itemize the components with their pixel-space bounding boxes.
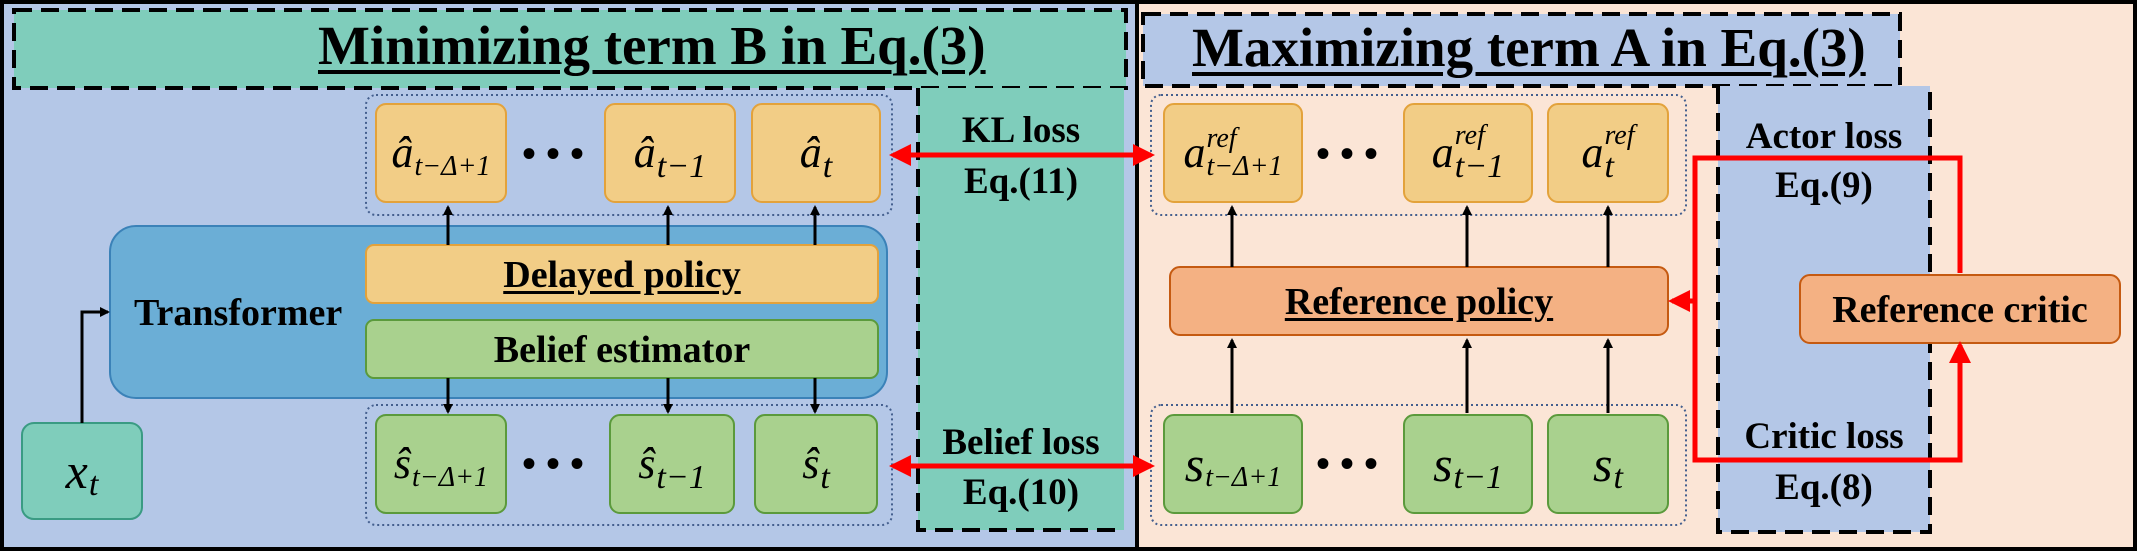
right-action-box-1 [1163,103,1303,203]
right-action-box-3 [1547,103,1669,203]
delayed-policy-box [365,244,879,304]
left-title-band [12,8,1128,90]
left-action-box-1 [375,103,507,203]
left-action-math-3: â t [799,128,833,185]
transformer-label: Transformer [134,292,343,334]
left-state-math-1: ŝ t−Δ+1 [393,439,489,493]
left-state-math-3: ŝ t [802,439,830,496]
left-panel-title: Minimizing term B in Eq.(3) [318,15,986,76]
right-title-band [1141,12,1902,88]
belief-estimator-label: Belief estimator [493,329,751,371]
belief-estimator-box [365,319,879,379]
left-state-box-3 [754,414,878,514]
kl-loss-label: KL loss [961,110,1081,151]
right-panel-title: Maximizing term A in Eq.(3) [1192,17,1866,78]
left-state-math-2: ŝ t−1 [638,439,706,496]
actor-loss-eq: Eq.(9) [1775,165,1873,206]
left-action-box-2 [604,103,736,203]
left-action-math-1: â t−Δ+1 [391,128,491,182]
left-state-dots: ••• [522,441,595,486]
right-state-math-1: s t−Δ+1 [1184,436,1282,493]
delayed-policy-label: Delayed policy [503,254,741,296]
reference-policy-label: Reference policy [1284,281,1554,323]
left-state-box-2 [609,414,735,514]
left-action-math-2: â t−1 [633,128,707,185]
left-action-dots: ••• [522,131,595,176]
belief-loss-label: Belief loss [942,422,1100,463]
right-action-dots: ••• [1316,131,1389,176]
belief-loss-eq: Eq.(10) [962,472,1080,513]
critic-loss-label: Critic loss [1744,416,1904,457]
left-state-box-1 [375,414,507,514]
right-state-box-2 [1403,414,1533,514]
right-state-box-3 [1547,414,1669,514]
critic-loss-loop [1692,155,1971,463]
reference-critic-label: Reference critic [1832,289,2088,331]
right-state-math-2: s t−1 [1433,436,1503,496]
critic-loss-eq: Eq.(8) [1775,467,1873,508]
right-state-math-3: s t [1593,436,1623,496]
right-state-dots: ••• [1316,441,1389,486]
kl-loss-eq: Eq.(11) [963,161,1079,202]
input-xt-math: x t [65,443,99,503]
actor-loss-label: Actor loss [1745,116,1903,157]
left-action-box-3 [751,103,881,203]
right-state-box-1 [1163,414,1303,514]
right-action-box-2 [1403,103,1533,203]
